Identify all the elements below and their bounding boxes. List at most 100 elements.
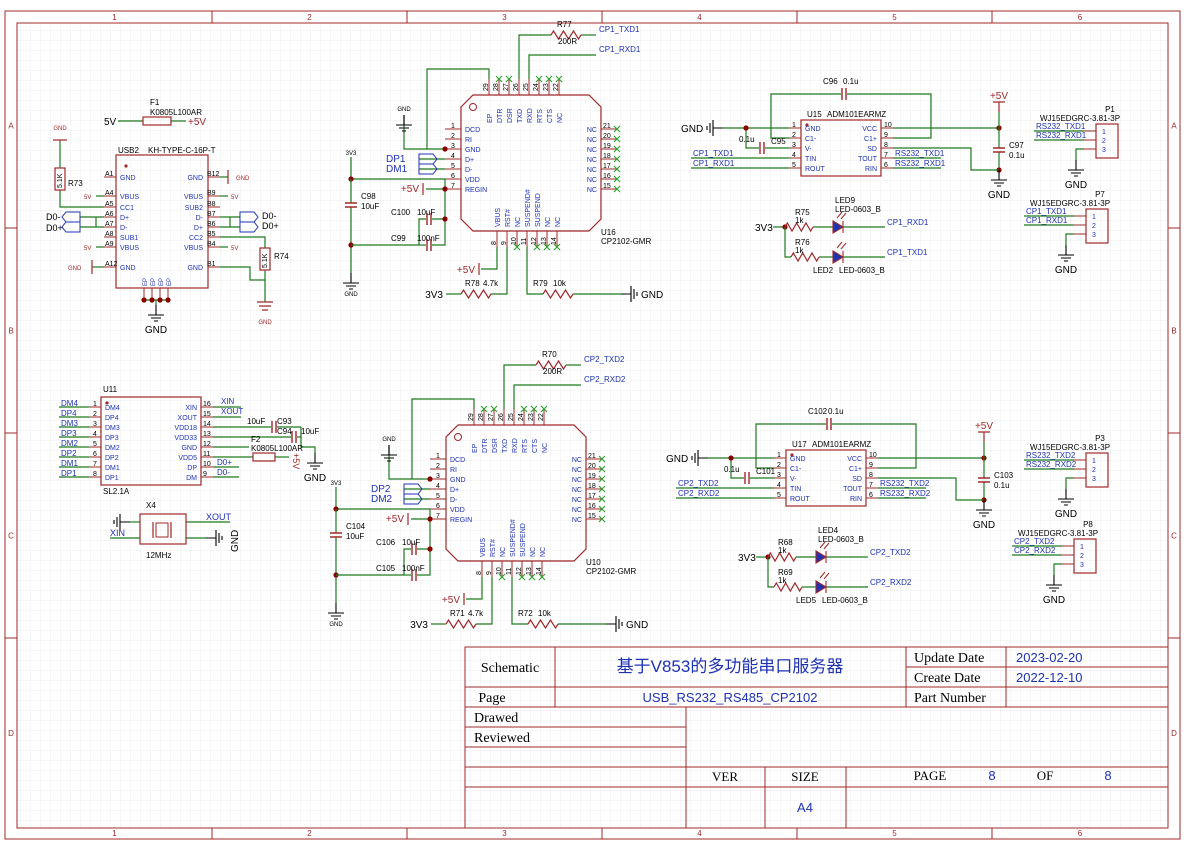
power-label: 3V3: [346, 151, 357, 157]
pin-name: NC: [587, 157, 597, 164]
value-label: 5.1K: [57, 173, 64, 188]
wire: [403, 115, 427, 150]
net-label: D0+: [262, 221, 279, 231]
row-label: D: [8, 729, 14, 738]
usb-hub-body: [100, 396, 202, 486]
ground-symbol: [148, 305, 164, 322]
pin-name: DM3: [105, 425, 120, 432]
wire: [847, 93, 932, 139]
pin1-marker: [454, 433, 462, 441]
pin-name: NC: [572, 497, 582, 504]
resistor: [767, 551, 797, 563]
no-connect-mark: [513, 243, 521, 251]
column-label: 2: [307, 829, 312, 838]
power-label: 5V: [84, 246, 91, 252]
pin-number: 7: [869, 482, 873, 489]
pin-number: 1: [1092, 458, 1096, 465]
part-label: WJ15EDGRC-3.81-3P: [1018, 529, 1098, 538]
net-label: CP1_TXD1: [887, 248, 928, 257]
pin-name: CC2: [189, 235, 203, 242]
size-value: A4: [797, 800, 813, 815]
part-label: SL2.1A: [103, 487, 130, 496]
wiring: [5, 11, 1180, 839]
net-label: DM1: [386, 164, 408, 175]
size-label: SIZE: [791, 769, 819, 784]
pin-number: 3: [93, 421, 97, 428]
part-label: WJ15EDGRC-3.81-3P: [1030, 199, 1110, 208]
net-flag: [239, 211, 259, 223]
row-label: B: [1171, 327, 1176, 336]
pin-name: TXD: [517, 109, 524, 123]
pin-name: DM1: [105, 465, 120, 472]
net-label: D0+: [217, 458, 232, 467]
pin-number: B9: [207, 190, 216, 197]
no-connect-mark: [613, 165, 621, 173]
resistor: [790, 251, 820, 263]
no-connect-mark: [598, 475, 606, 483]
wire: [432, 219, 446, 246]
value-label: 4.7k: [468, 609, 484, 618]
resistor: [445, 618, 477, 630]
pin-number: 6: [436, 503, 440, 510]
net-label: CP2_RXD2: [678, 489, 720, 498]
terminal-block: [1085, 452, 1109, 488]
value-label: 0.1u: [739, 135, 755, 144]
pin-number: 10: [869, 452, 877, 459]
pin-name: VBUS: [184, 194, 203, 201]
pin-number: 1: [1092, 214, 1096, 221]
pin-number: 24: [518, 413, 525, 421]
net-label: CP1_RXD1: [693, 159, 735, 168]
pin-name: TIN: [805, 156, 816, 163]
pin-number: 13: [526, 567, 533, 575]
wire: [481, 247, 498, 270]
pin-name: NC: [587, 167, 597, 174]
fuse: [142, 116, 172, 126]
column-label: 4: [697, 829, 702, 838]
pin-name: RTS: [537, 109, 544, 123]
pin-name: GND: [187, 265, 203, 272]
pin-name: VCC: [862, 126, 877, 133]
page-name: USB_RS232_RS485_CP2102: [643, 690, 818, 705]
ground-label: GND: [329, 622, 343, 628]
fuse: [252, 452, 276, 462]
ref-label: C93: [277, 417, 292, 426]
wire: [300, 427, 316, 453]
capacitor: [271, 421, 277, 433]
pin-number: 1: [777, 452, 781, 459]
pin-name: D-: [450, 497, 458, 504]
value-label: 0.1u: [843, 77, 859, 86]
ref-label: C95: [771, 137, 786, 146]
ground-symbol: [621, 286, 638, 302]
pin-number: 4: [777, 482, 781, 489]
pin-number: 8: [884, 142, 888, 149]
pin-name: SUB2: [185, 205, 203, 212]
pin-number: 5: [436, 493, 440, 500]
led-rays: [819, 571, 830, 580]
update-date-value: 2023-02-20: [1016, 650, 1083, 665]
ground-label: GND: [304, 473, 326, 484]
net-flag: [61, 221, 81, 233]
led: [832, 250, 845, 264]
wire: [1075, 148, 1084, 160]
capacitor: [411, 569, 417, 581]
no-connect-mark: [545, 75, 553, 83]
row-label: B: [8, 327, 13, 336]
pin-name: NC: [572, 507, 582, 514]
pin1-marker: [805, 123, 809, 127]
page-label: Page: [478, 691, 505, 706]
ref-label: C102: [808, 407, 828, 416]
net-label: +5V: [188, 117, 206, 128]
ground-symbol: [113, 514, 130, 530]
pin-name: ROUT: [805, 166, 826, 173]
no-connect-mark: [598, 455, 606, 463]
pin-number: 18: [588, 483, 596, 490]
net-label: CP1_TXD1: [693, 149, 734, 158]
pin-name: DM: [186, 475, 197, 482]
pin-name: NC: [572, 467, 582, 474]
junction-dot: [149, 297, 155, 303]
no-connect-mark: [533, 243, 541, 251]
net-label: RS232_TXD2: [1026, 451, 1076, 460]
row-label: A: [1171, 122, 1177, 131]
ref-label: USB2: [118, 146, 139, 155]
